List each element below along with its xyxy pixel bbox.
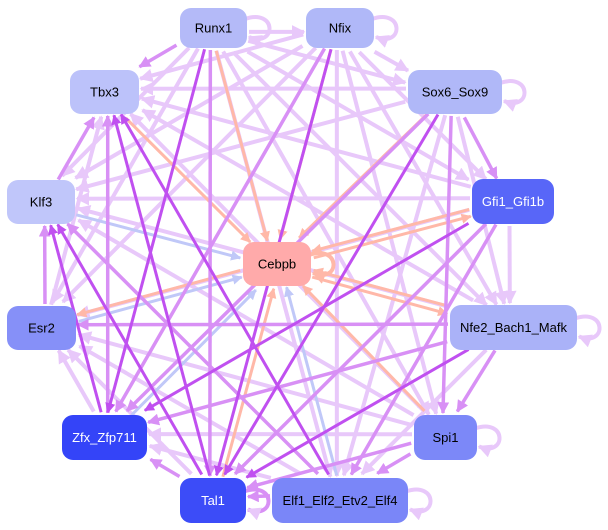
node-label: Nfe2_Bach1_Mafk [460,320,567,335]
edge-spi1-to-klf3 [77,218,415,417]
edge-sox6_sox9-to-tal1 [223,113,440,476]
edge-nfe2_bach1_mafk-to-zfx_zfp711 [147,340,448,426]
node-gfi1-gfi1b[interactable]: Gfi1_Gfi1b [472,179,554,224]
node-label: Nfix [329,21,352,36]
node-sox6-sox9[interactable]: Sox6_Sox9 [408,70,502,114]
edge-nfe2_bach1_mafk-to-elf1_elf2_etv2_elf4 [360,348,488,476]
node-label: Zfx_Zfp711 [72,430,137,445]
node-label: Gfi1_Gfi1b [482,194,544,209]
node-zfx-zfp711[interactable]: Zfx_Zfp711 [62,415,147,460]
edge-spi1-to-esr2 [77,331,414,428]
node-label: Esr2 [28,321,55,336]
edge-tbx3-to-cebpb [124,117,252,244]
edge-nfe2_bach1_mafk-to-tal1 [245,348,470,479]
node-box[interactable] [7,306,76,350]
self-loop-tal1 [243,487,271,521]
node-nfix[interactable]: Nfix [306,8,374,48]
edge-nfe2_bach1_mafk-to-cebpb [312,267,450,308]
edge-spi1-to-elf1_elf2_etv2_elf4 [376,452,412,475]
node-spi1[interactable]: Spi1 [414,415,477,460]
edge-runx1-to-zfx_zfp711 [105,48,207,414]
edge-elf1_elf2_etv2_elf4-to-tbx3 [119,113,330,476]
node-label: Cebpb [258,257,296,272]
edge-nfe2_bach1_mafk-to-esr2 [76,318,448,331]
edge-nfe2_bach1_mafk-to-spi1 [455,349,497,413]
node-box[interactable] [306,8,374,48]
node-label: Tal1 [201,493,225,508]
node-box[interactable] [180,8,247,48]
node-box[interactable] [7,180,75,224]
node-cebpb[interactable]: Cebpb [243,242,311,286]
edge-nfe2_bach1_mafk-to-tbx3 [141,108,475,303]
self-loop-nfe2_bach1_mafk [574,314,602,348]
nodes-layer: Runx1 NfixSox6_Sox9Gfi1_Gfi1bNfe2_Bach1_M… [7,8,577,523]
node-label: Klf3 [30,195,52,210]
node-box[interactable] [272,478,408,523]
edge-tal1-to-tbx3 [111,114,212,476]
edge-nfix-to-tbx3 [138,32,304,83]
node-label: Runx1 [195,21,233,36]
self-loop-elf1_elf2_etv2_elf4 [405,487,433,521]
node-elf1-elf2-etv2-elf4[interactable]: Elf1_Elf2_Etv2_Elf4 [272,478,408,523]
edge-klf3-to-tbx3 [56,116,96,181]
edge-spi1-to-tal1 [246,441,412,491]
edges-layer [38,25,517,503]
edge-tal1-to-zfx_zfp711 [149,457,181,478]
node-box[interactable] [180,478,246,523]
node-label: Tbx3 [90,85,119,100]
self-loop-nfix [371,15,399,48]
edge-nfix-to-sox6_sox9 [373,50,410,73]
edge-nfix-to-zfx_zfp711 [114,47,327,413]
edge-esr2-to-cebpb [78,274,243,323]
edge-gfi1_gfi1b-to-cebpb [311,207,470,254]
edge-klf3-to-cebpb [75,213,242,261]
node-box[interactable] [450,305,577,350]
self-loop-sox6_sox9 [499,79,527,112]
node-tal1[interactable]: Tal1 [180,478,246,523]
node-box[interactable] [408,70,502,114]
edge-runx1-to-cebpb [214,50,270,242]
edge-nfix-to-nfe2_bach1_mafk [348,50,499,306]
node-box[interactable] [414,415,477,460]
node-esr2[interactable]: Esr2 [7,306,76,350]
node-box[interactable] [472,179,554,224]
edge-runx1-to-tbx3 [138,43,178,69]
edge-cebpb-to-nfe2_bach1_mafk [311,275,449,317]
self-loop-spi1 [474,424,502,458]
self-loops-layer [243,15,602,521]
edge-cebpb-to-gfi1_gfi1b [313,213,472,260]
node-runx1[interactable]: Runx1 [180,8,247,48]
edge-zfx_zfp711-to-esr2 [56,349,96,413]
edge-elf1_elf2_etv2_elf4-to-cebpb [284,286,339,476]
self-loop-cebpb [308,251,336,284]
node-klf3[interactable]: Klf3 [7,180,75,224]
node-tbx3[interactable]: Tbx3 [70,70,139,114]
node-label: Spi1 [432,430,458,445]
edge-nfix-to-gfi1_gfi1b [357,50,488,181]
node-box[interactable] [62,415,147,460]
node-nfe2-bach1-mafk[interactable]: Nfe2_Bach1_Mafk [450,305,577,350]
edge-sox6_sox9-to-gfi1_gfi1b [462,116,499,180]
self-loop-runx1 [244,15,272,48]
node-box[interactable] [243,242,311,286]
edge-gfi1_gfi1b-to-zfx_zfp711 [143,222,470,412]
edge-esr2-to-tbx3 [49,115,105,306]
node-box[interactable] [70,70,139,114]
node-label: Sox6_Sox9 [422,85,489,100]
edge-runx1-to-spi1 [221,50,431,416]
edge-tal1-to-cebpb [221,287,277,478]
edge-tal1-to-klf3 [56,223,204,476]
node-label: Elf1_Elf2_Etv2_Elf4 [283,493,398,508]
